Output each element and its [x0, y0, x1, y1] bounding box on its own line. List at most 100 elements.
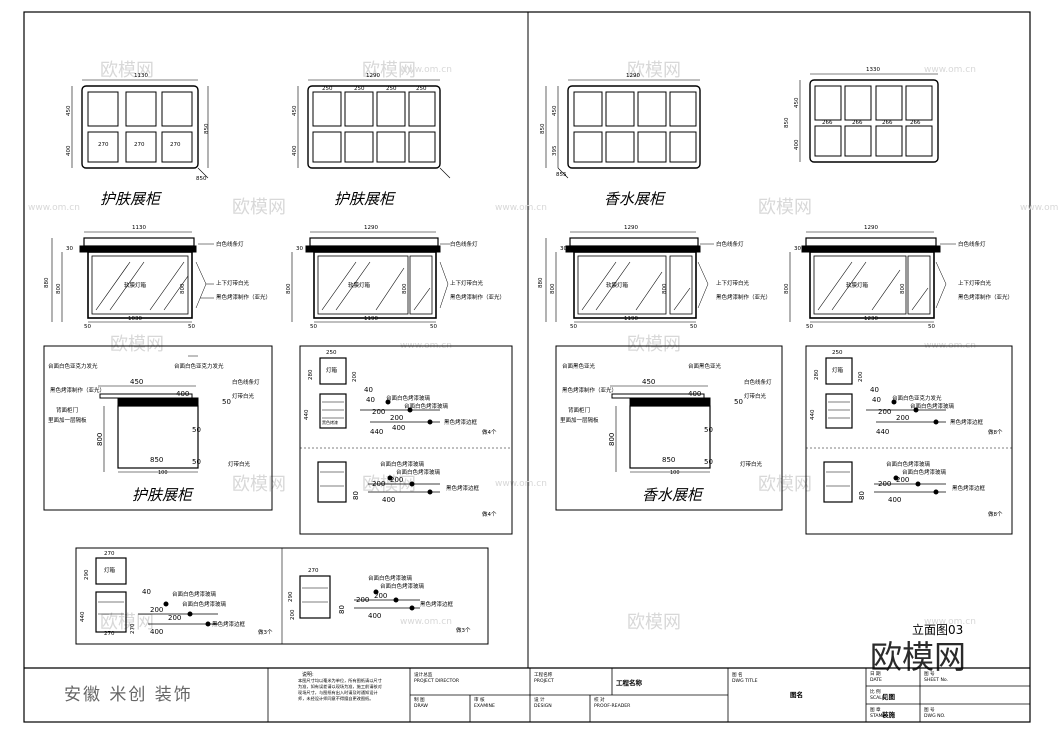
section-panel-perfume — [555, 345, 783, 511]
svg-text:黑色烤漆边框: 黑色烤漆边框 — [444, 418, 478, 426]
svg-text:50: 50 — [704, 458, 713, 466]
svg-text:欧模网: 欧模网 — [362, 474, 416, 495]
svg-text:上下灯带白光: 上下灯带白光 — [216, 279, 250, 287]
svg-text:灯箱: 灯箱 — [832, 366, 844, 374]
svg-text:台面白色烤漆玻璃: 台面白色烤漆玻璃 — [386, 394, 431, 402]
svg-text:270: 270 — [130, 623, 136, 634]
svg-text:400: 400 — [382, 496, 395, 504]
svg-text:1330: 1330 — [866, 67, 880, 73]
svg-text:台面黑色亚光: 台面黑色亚光 — [688, 362, 722, 370]
svg-text:30: 30 — [794, 246, 801, 252]
svg-text:80: 80 — [858, 491, 866, 500]
svg-text:80: 80 — [352, 491, 360, 500]
svg-text:欧模网: 欧模网 — [100, 612, 154, 633]
svg-text:比 例: 比 例 — [870, 688, 881, 695]
svg-text:200: 200 — [356, 596, 369, 604]
svg-text:200: 200 — [390, 414, 403, 422]
svg-text:270: 270 — [104, 551, 115, 557]
svg-text:上下灯带白光: 上下灯带白光 — [716, 279, 750, 287]
svg-text:校 对: 校 对 — [594, 696, 605, 703]
svg-text:30: 30 — [66, 246, 73, 252]
drawing-title-value: 图名 — [790, 690, 803, 699]
title-block — [24, 667, 1030, 722]
svg-text:40: 40 — [142, 588, 151, 596]
svg-text:做3个: 做3个 — [258, 628, 273, 636]
svg-text:440: 440 — [876, 428, 889, 436]
svg-text:450: 450 — [794, 97, 800, 108]
svg-text:280: 280 — [308, 369, 314, 380]
svg-text:审 核: 审 核 — [474, 696, 485, 703]
svg-text:黑色烤漆制作（亚光）: 黑色烤漆制作（亚光） — [216, 293, 271, 301]
svg-text:200: 200 — [290, 609, 296, 620]
svg-text:背面柜门: 背面柜门 — [568, 406, 590, 414]
svg-text:1190: 1190 — [624, 316, 638, 322]
svg-text:台面白色烤漆玻璃: 台面白色烤漆玻璃 — [182, 600, 227, 608]
svg-text:灯箱: 灯箱 — [104, 566, 116, 574]
svg-text:100: 100 — [670, 470, 680, 476]
svg-text:800: 800 — [286, 283, 292, 294]
svg-text:450: 450 — [66, 105, 72, 116]
svg-text:台面白色烤漆玻璃: 台面白色烤漆玻璃 — [886, 460, 931, 468]
svg-text:欧模网: 欧模网 — [758, 474, 812, 495]
svg-text:白色线条灯: 白色线条灯 — [744, 378, 772, 386]
plan-view-3 — [545, 79, 701, 179]
svg-text:1230: 1230 — [864, 316, 878, 322]
svg-text:200: 200 — [878, 480, 891, 488]
title-skin-section: 护肤展柜 — [132, 486, 194, 504]
svg-text:www.om.cn: www.om.cn — [400, 617, 452, 627]
svg-text:灯带白光: 灯带白光 — [228, 460, 251, 468]
svg-text:800: 800 — [662, 283, 668, 294]
svg-text:图 号: 图 号 — [924, 707, 935, 713]
elevation-4 — [789, 231, 956, 323]
plan-view-1 — [71, 79, 209, 179]
svg-text:台面白色烤漆玻璃: 台面白色烤漆玻璃 — [380, 582, 425, 590]
svg-text:270: 270 — [134, 142, 145, 148]
section-skin — [98, 355, 199, 473]
svg-text:欧模网: 欧模网 — [110, 334, 164, 355]
svg-text:灯带白光: 灯带白光 — [232, 392, 255, 400]
svg-text:黑色烤漆边框: 黑色烤漆边框 — [950, 418, 984, 426]
brand-watermark: 欧模网 — [870, 638, 966, 676]
project-name-value: 工程名称 — [616, 678, 643, 687]
svg-text:设 计: 设 计 — [534, 696, 545, 703]
svg-text:80: 80 — [338, 605, 346, 614]
svg-text:1290: 1290 — [626, 73, 640, 79]
svg-text:50: 50 — [192, 458, 201, 466]
svg-text:台面白色烤漆玻璃: 台面白色烤漆玻璃 — [368, 574, 413, 582]
svg-text:欧模网: 欧模网 — [100, 60, 154, 81]
svg-text:50: 50 — [734, 398, 743, 406]
svg-text:266: 266 — [822, 120, 833, 126]
svg-text:黑色烤漆边框: 黑色烤漆边框 — [952, 484, 986, 492]
svg-text:40: 40 — [872, 396, 881, 404]
svg-text:400: 400 — [688, 390, 701, 398]
svg-text:40: 40 — [870, 386, 879, 394]
svg-text:50: 50 — [310, 324, 317, 330]
svg-text:白色线条灯: 白色线条灯 — [958, 240, 986, 248]
svg-text:200: 200 — [150, 606, 163, 614]
detail-5 — [95, 557, 218, 633]
svg-text:台面白色亚克力发光: 台面白色亚克力发光 — [174, 362, 224, 370]
svg-text:200: 200 — [858, 371, 864, 382]
svg-text:1290: 1290 — [624, 225, 638, 231]
svg-text:欧模网: 欧模网 — [627, 334, 681, 355]
svg-text:800: 800 — [784, 283, 790, 294]
svg-text:290: 290 — [288, 591, 294, 602]
plan-view-2 — [297, 79, 451, 179]
svg-text:40: 40 — [364, 386, 373, 394]
svg-text:30: 30 — [296, 246, 303, 252]
svg-text:400: 400 — [176, 390, 189, 398]
svg-text:800: 800 — [608, 433, 616, 446]
svg-text:欧模网: 欧模网 — [232, 197, 286, 218]
svg-text:850: 850 — [204, 123, 210, 134]
svg-text:880: 880 — [44, 277, 50, 288]
svg-text:400: 400 — [794, 139, 800, 150]
svg-text:200: 200 — [896, 414, 909, 422]
svg-text:欧模网: 欧模网 — [758, 197, 812, 218]
svg-text:背面柜门: 背面柜门 — [56, 406, 78, 414]
svg-text:1190: 1190 — [364, 316, 378, 322]
svg-text:台面白色亚克力发光: 台面白色亚克力发光 — [48, 362, 98, 370]
svg-text:黑色烤漆边框: 黑色烤漆边框 — [446, 484, 480, 492]
svg-text:800: 800 — [180, 283, 186, 294]
svg-text:200: 200 — [352, 371, 358, 382]
